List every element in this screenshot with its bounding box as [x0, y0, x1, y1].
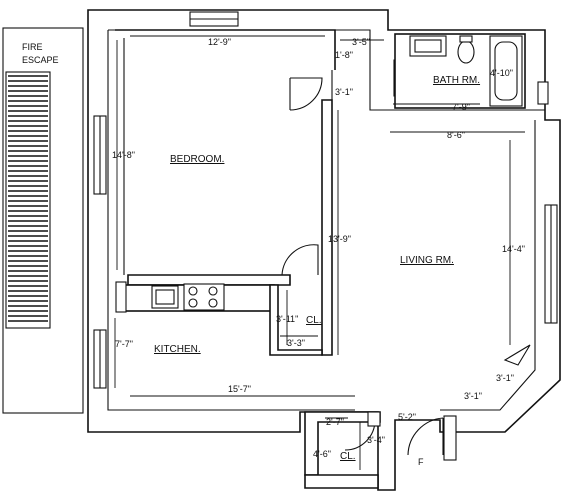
bedroom-label: BEDROOM. [170, 154, 224, 165]
fire-escape [2, 27, 84, 414]
dim-partition: 13'-9" [328, 234, 351, 244]
f-mark: F [418, 457, 424, 467]
dim-bath-width: 7'-9" [452, 102, 470, 112]
fire-escape-label: FIRE [22, 42, 43, 52]
living-room-label: LIVING RM. [400, 255, 454, 266]
dim-hall-door: 3'-1" [335, 87, 353, 97]
dim-hall-small: 1'-8" [335, 50, 353, 60]
dim-entry-width: 5'-2" [398, 412, 416, 422]
bath-fixtures [394, 33, 526, 109]
dim-kitchen-width: 15'-7" [228, 384, 251, 394]
windows [93, 11, 558, 389]
closet-label-2: CL. [340, 451, 356, 462]
bath-label: BATH RM. [433, 75, 480, 86]
dim-corner-2: 3'-1" [464, 391, 482, 401]
bedroom-walls [115, 29, 336, 356]
dim-corner-1: 3'-1" [496, 373, 514, 383]
dim-bath-depth: 4'-10" [490, 68, 513, 78]
kitchen-fixtures [115, 281, 275, 313]
closets [269, 284, 457, 489]
fire-escape-stairs [8, 75, 48, 322]
fire-escape-label-2: ESCAPE [22, 55, 59, 65]
dim-living-top: 8'-6" [447, 130, 465, 140]
dim-closet2-width: 2'-7" [326, 417, 344, 427]
dim-closet2-inner: 3'-4" [367, 435, 385, 445]
dim-closet-width: 3'-3" [287, 338, 305, 348]
dim-living-depth: 14'-4" [502, 244, 525, 254]
closet-label: CL. [306, 315, 322, 326]
dim-closet-depth: 3'-11" [276, 314, 298, 324]
dim-bedroom-width: 12'-9" [208, 37, 231, 47]
dim-bedroom-depth: 14'-8" [112, 150, 135, 160]
dim-bath-door: 3'-5" [352, 37, 370, 47]
dimension-lines [114, 35, 525, 470]
kitchen-label: KITCHEN. [154, 344, 201, 355]
dim-closet2-depth: 4'-6" [313, 449, 331, 459]
dim-kitchen-depth: 7'-7" [115, 339, 133, 349]
